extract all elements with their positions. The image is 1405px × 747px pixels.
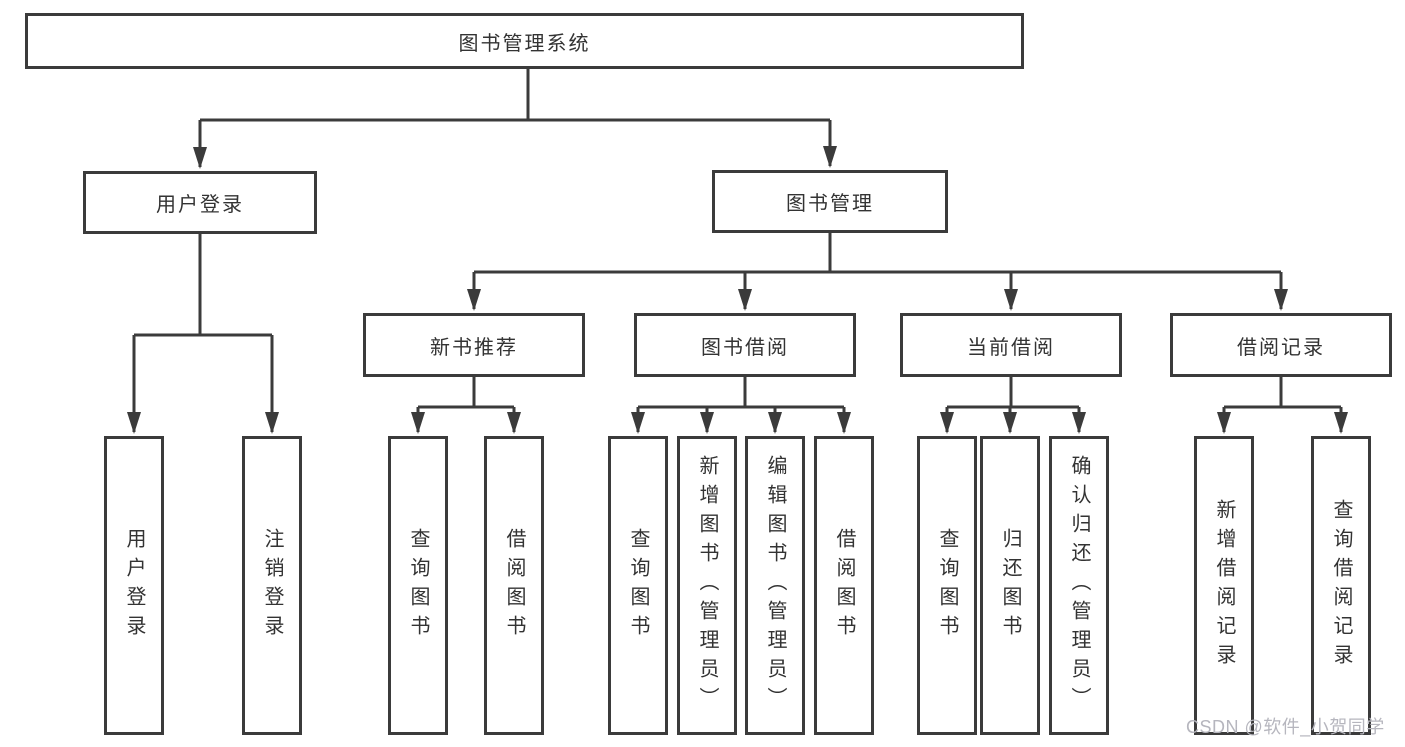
node-book-management-label: 图书管理 — [786, 193, 874, 215]
leaf-query-books-recommend-label: 查询图书 — [407, 527, 429, 644]
leaf-confirm-return-admin-label: 确认归还（管理员） — [1068, 455, 1090, 716]
edge-current-borrow-to-children — [947, 377, 1079, 409]
leaf-add-borrow-record-label: 新增借阅记录 — [1213, 498, 1235, 673]
edge-book-management-to-children — [474, 233, 1281, 274]
node-borrow-records: 借阅记录 — [1170, 313, 1392, 377]
leaf-borrow-books-borrow: 借阅图书 — [814, 436, 874, 735]
node-book-borrow-label: 图书借阅 — [701, 336, 789, 359]
leaf-query-borrow-record-label: 查询借阅记录 — [1330, 498, 1352, 673]
node-root-label: 图书管理系统 — [458, 32, 591, 55]
node-user-login: 用户登录 — [83, 171, 317, 234]
leaf-user-login-label: 用户登录 — [123, 527, 145, 644]
leaf-return-book-label: 归还图书 — [999, 527, 1021, 644]
edge-root-to-children — [200, 69, 830, 122]
leaf-add-book-admin: 新增图书（管理员） — [677, 436, 737, 735]
node-new-book-recommend-label: 新书推荐 — [430, 336, 518, 359]
leaf-edit-book-admin: 编辑图书（管理员） — [745, 436, 805, 735]
node-current-borrow: 当前借阅 — [900, 313, 1122, 377]
leaf-add-borrow-record: 新增借阅记录 — [1194, 436, 1254, 735]
leaf-user-login: 用户登录 — [104, 436, 164, 735]
leaf-return-book: 归还图书 — [980, 436, 1040, 735]
edge-borrow-records-to-children — [1224, 377, 1341, 409]
edge-book-borrow-to-children — [638, 377, 844, 409]
node-current-borrow-label: 当前借阅 — [967, 336, 1055, 359]
leaf-logout-label: 注销登录 — [261, 527, 283, 644]
node-book-borrow: 图书借阅 — [634, 313, 856, 377]
leaf-query-books-current-label: 查询图书 — [936, 527, 958, 644]
node-borrow-records-label: 借阅记录 — [1237, 336, 1325, 359]
edge-new-book-to-children — [418, 377, 514, 409]
node-book-management: 图书管理 — [712, 170, 948, 233]
leaf-query-books-borrow-label: 查询图书 — [627, 527, 649, 644]
leaf-add-book-admin-label: 新增图书（管理员） — [696, 455, 718, 716]
leaf-query-books-current: 查询图书 — [917, 436, 977, 735]
leaf-query-books-recommend: 查询图书 — [388, 436, 448, 735]
leaf-borrow-books-borrow-label: 借阅图书 — [833, 527, 855, 644]
node-new-book-recommend: 新书推荐 — [363, 313, 585, 377]
leaf-edit-book-admin-label: 编辑图书（管理员） — [764, 455, 786, 716]
node-root: 图书管理系统 — [25, 13, 1024, 69]
leaf-logout: 注销登录 — [242, 436, 302, 735]
leaf-borrow-books-recommend: 借阅图书 — [484, 436, 544, 735]
node-user-login-label: 用户登录 — [156, 194, 244, 216]
leaf-borrow-books-recommend-label: 借阅图书 — [503, 527, 525, 644]
leaf-query-borrow-record: 查询借阅记录 — [1311, 436, 1371, 735]
leaf-query-books-borrow: 查询图书 — [608, 436, 668, 735]
leaf-confirm-return-admin: 确认归还（管理员） — [1049, 436, 1109, 735]
edge-user-login-to-children — [134, 234, 272, 337]
watermark: CSDN @软件_小贺同学 — [1186, 717, 1385, 737]
